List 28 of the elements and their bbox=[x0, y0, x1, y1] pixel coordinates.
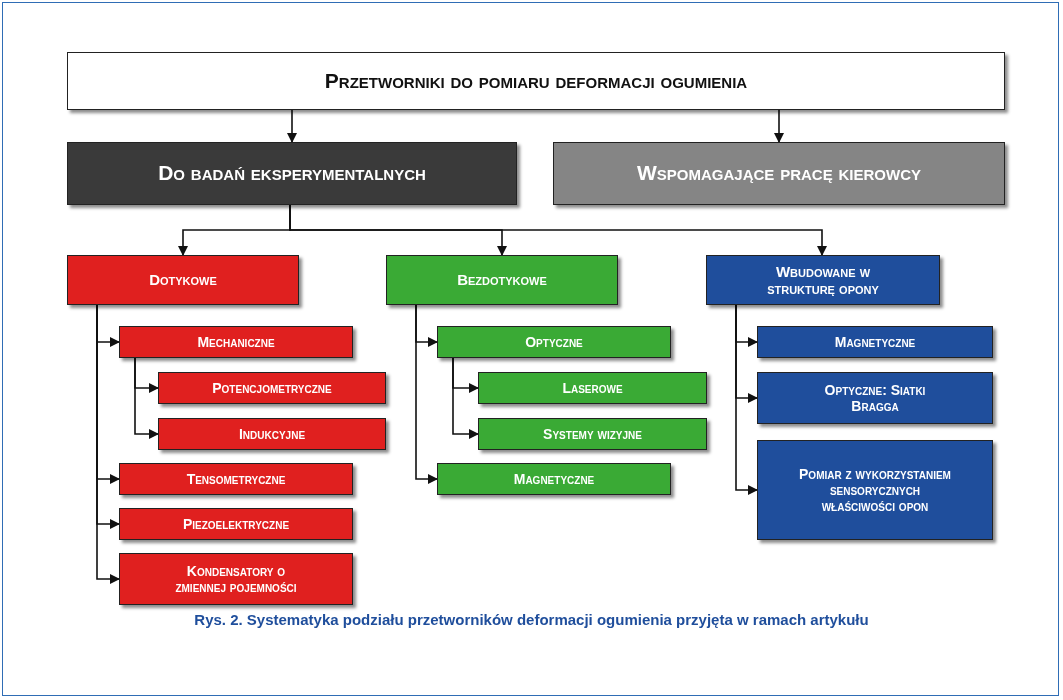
category-box: Mechaniczne bbox=[119, 326, 353, 358]
category-box: Do badań eksperymentalnych bbox=[67, 142, 517, 205]
category-box: Kondensatory o zmiennej pojemności bbox=[119, 553, 353, 605]
figure-caption: Rys. 2. Systematyka podziału przetworników deformacji ogumienia przyjęta w ramach artykułu bbox=[193, 611, 870, 628]
category-box: Laserowe bbox=[478, 372, 707, 404]
category-box: Potencjometryczne bbox=[158, 372, 386, 404]
category-box: Wbudowane w strukturę opony bbox=[706, 255, 940, 305]
connector-arrow bbox=[134, 357, 159, 439]
connector-arrow bbox=[289, 204, 827, 256]
category-box: Tensometryczne bbox=[119, 463, 353, 495]
title-box: Przetworniki do pomiaru deformacji ogumienia bbox=[67, 52, 1005, 110]
category-box: Piezoelektryczne bbox=[119, 508, 353, 540]
category-box: Indukcyjne bbox=[158, 418, 386, 450]
connector-arrow bbox=[735, 304, 758, 495]
connector-arrow bbox=[452, 357, 479, 439]
connector-arrow bbox=[415, 304, 438, 484]
category-box: Dotykowe bbox=[67, 255, 299, 305]
category-box: Systemy wizyjne bbox=[478, 418, 707, 450]
connector-arrow bbox=[774, 109, 784, 143]
category-box: Magnetyczne bbox=[757, 326, 993, 358]
category-box: Magnetyczne bbox=[437, 463, 671, 495]
category-box: Optyczne: Siatki Bragga bbox=[757, 372, 993, 424]
category-box: Wspomagające pracę kierowcy bbox=[553, 142, 1005, 205]
category-box: Optyczne bbox=[437, 326, 671, 358]
connector-arrow bbox=[96, 304, 120, 584]
category-box: Pomiar z wykorzystaniem sensorycznych właściwości opon bbox=[757, 440, 993, 540]
category-box: Bezdotykowe bbox=[386, 255, 618, 305]
connector-arrow bbox=[287, 109, 297, 143]
